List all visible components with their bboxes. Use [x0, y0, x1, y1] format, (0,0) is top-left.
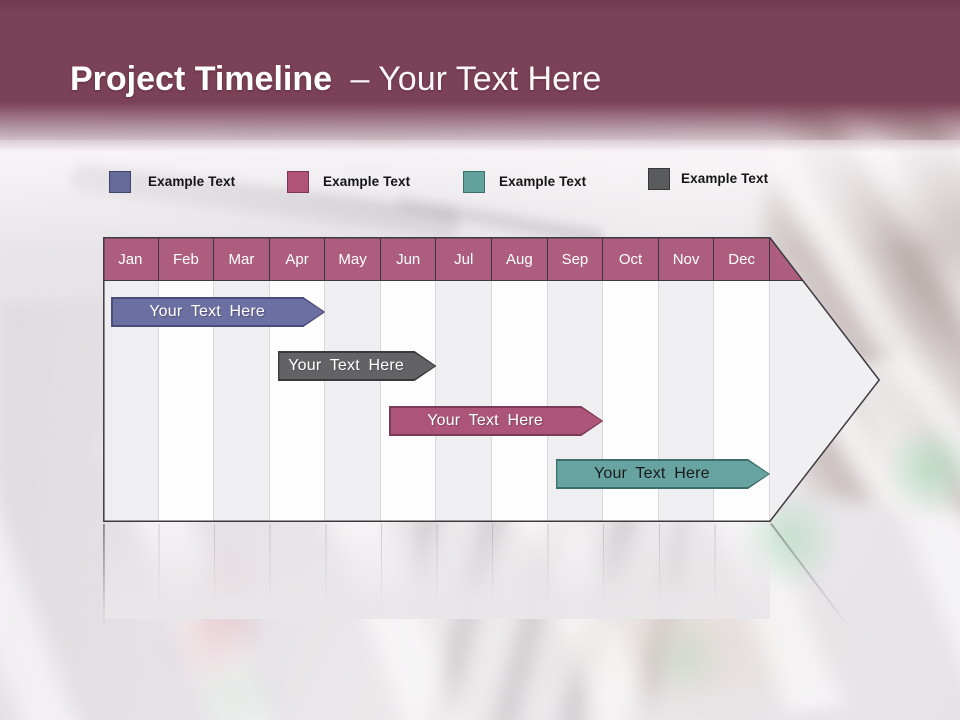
- photo-upper-wash: [0, 140, 960, 250]
- title-regular-text: – Your Text Here: [350, 60, 602, 98]
- timeline-bar-label: Your Text Here: [593, 465, 710, 482]
- legend-label: Example Text: [681, 171, 769, 186]
- legend-swatch: [287, 171, 309, 193]
- timeline-bar: Your Text Here: [556, 459, 770, 489]
- title-bold-text: Project Timeline: [70, 60, 333, 98]
- legend-label: Example Text: [323, 174, 411, 189]
- page-title: Project Timeline – Your Text Here: [70, 60, 601, 99]
- timeline-bar: Your Text Here: [111, 297, 325, 327]
- legend-swatch: [463, 171, 485, 193]
- legend: Example Text Example Text Example Text Exam…: [0, 168, 960, 195]
- legend-swatch: [648, 168, 670, 190]
- legend-label: Example Text: [499, 174, 587, 189]
- timeline-bar: Your Text Here: [389, 406, 603, 436]
- photo-green-glow: [882, 422, 960, 517]
- photo-green-glow: [638, 618, 733, 698]
- legend-swatch: [109, 171, 131, 193]
- photo-green-glow: [178, 662, 293, 720]
- timeline-bar-label: Your Text Here: [149, 303, 266, 320]
- table-edge-reflection: [103, 524, 105, 632]
- timeline-bar-label: Your Text Here: [288, 357, 404, 374]
- table-reflection: [103, 524, 770, 619]
- title-band: Project Timeline – Your Text Here: [0, 0, 960, 152]
- legend-label: Example Text: [148, 174, 236, 189]
- timeline-bar-label: Your Text Here: [427, 412, 543, 429]
- timeline-bar: Your Text Here: [278, 351, 437, 381]
